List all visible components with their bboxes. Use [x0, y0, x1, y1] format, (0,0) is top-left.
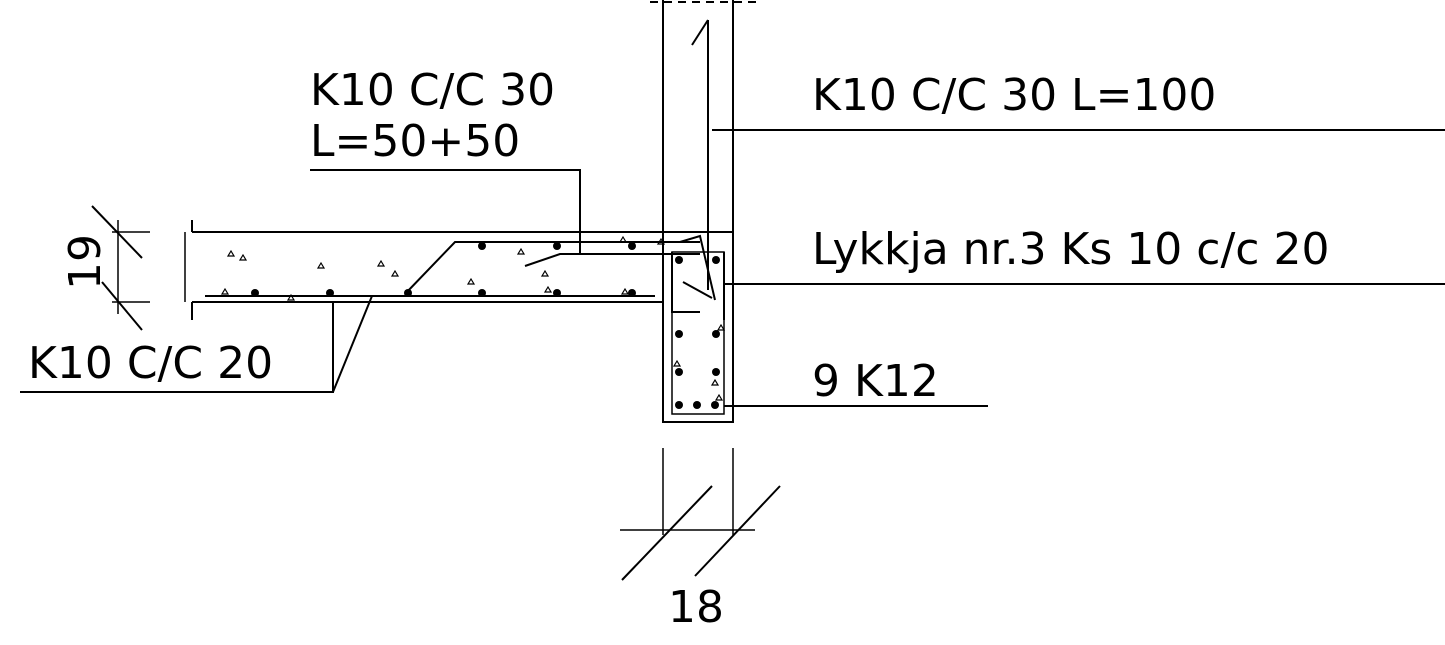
label-wall-bar: K10 C/C 30 L=100 [812, 70, 1216, 121]
label-beam-bars: 9 K12 [812, 356, 939, 407]
label-slab-thickness: 19 [60, 234, 111, 290]
label-slab-bar-line1: K10 C/C 30 [310, 65, 555, 116]
slab-section [184, 220, 733, 320]
rebar-dots [251, 242, 720, 409]
label-wall-width: 18 [668, 582, 724, 633]
dimension-wall-width [620, 448, 781, 581]
wall-section [650, 0, 760, 290]
dimension-slab-thickness [91, 205, 150, 331]
label-bottom-bar: K10 C/C 20 [28, 338, 273, 389]
aggregate-marks [220, 235, 726, 401]
label-lykkja: Lykkja nr.3 Ks 10 c/c 20 [812, 224, 1329, 275]
label-slab-bar-line2: L=50+50 [310, 116, 520, 167]
beam-section [662, 231, 734, 423]
leader-lines [20, 129, 1445, 407]
